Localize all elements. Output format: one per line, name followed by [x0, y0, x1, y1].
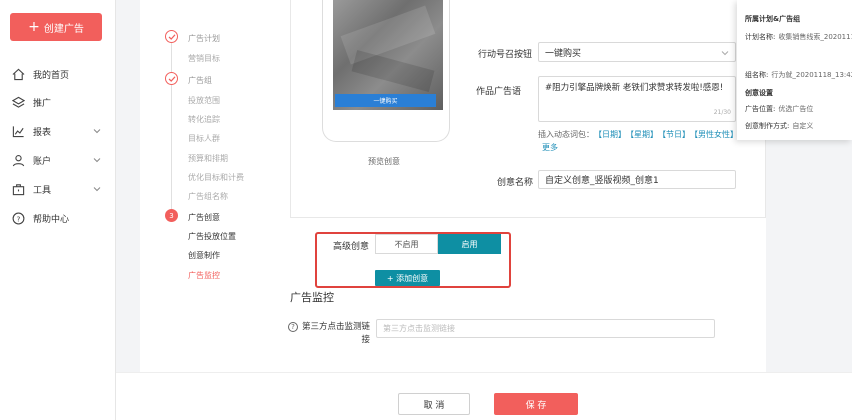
sidebar-item-promotion[interactable]: 推广 — [0, 92, 116, 112]
chevron-down-icon — [93, 127, 101, 135]
summary-key: 创意制作方式: — [745, 122, 790, 130]
sidebar-item-help[interactable]: ? 帮助中心 — [0, 208, 116, 228]
svg-text:?: ? — [16, 214, 20, 223]
step-creative[interactable]: 广告创意 — [188, 213, 220, 222]
sidebar-item-account[interactable]: 账户 — [0, 150, 116, 170]
step-group[interactable]: 广告组 — [188, 76, 212, 85]
sidebar-item-label: 帮助中心 — [33, 214, 70, 225]
dynamic-word-tag[interactable]: 【男性女性】 — [694, 130, 738, 139]
step-connector-line — [171, 42, 172, 212]
summary-method: 创意制作方式:自定义 — [745, 121, 813, 131]
monitor-link-input[interactable]: 第三方点击监测链接 — [376, 319, 715, 338]
step-group-sub[interactable]: 预算和排期 — [188, 154, 228, 163]
step-creative-sub[interactable]: 广告投放位置 — [188, 232, 236, 241]
footer-bar — [116, 372, 852, 420]
sidebar-item-label: 我的首页 — [33, 70, 70, 81]
dynamic-words-row: 插入动态词包： 【日期】【星期】【节日】【男性女性】更多 — [538, 128, 738, 154]
save-button[interactable]: 保 存 — [494, 393, 578, 415]
left-sidebar: + 创建广告 我的首页 推广 报表 账户 工 — [0, 0, 116, 420]
preview-cta-button: 一键购买 — [335, 94, 436, 107]
advanced-creative-label: 高级创意 — [333, 242, 370, 252]
creative-name-label: 创意名称 — [497, 178, 534, 188]
summary-key: 计划名称: — [745, 33, 776, 41]
cta-select[interactable]: 一键购买 — [538, 42, 736, 62]
step-check-icon — [165, 72, 178, 85]
plus-icon: + — [28, 19, 40, 35]
advanced-creative-toggle: 不启用 启用 — [375, 234, 501, 254]
step-number-badge: 3 — [165, 209, 178, 222]
preview-caption: 预览创意 — [368, 157, 400, 166]
sidebar-item-label: 推广 — [33, 98, 52, 109]
step-creative-sub[interactable]: 创意制作 — [188, 251, 220, 260]
step-creative-sub-active[interactable]: 广告监控 — [188, 271, 220, 280]
create-ad-label: 创建广告 — [43, 23, 84, 35]
highlight-box — [315, 232, 511, 288]
step-group-sub[interactable]: 优化目标和计费 — [188, 173, 244, 182]
help-icon[interactable]: ? — [288, 322, 298, 332]
summary-position: 广告位置:优选广告位 — [745, 104, 813, 114]
preview-video-thumbnail — [333, 0, 443, 110]
help-icon: ? — [11, 211, 25, 225]
dynamic-word-tag[interactable]: 【日期】 — [598, 130, 626, 139]
creative-name-value: 自定义创意_竖版视频_创意1 — [545, 176, 659, 186]
home-icon — [11, 67, 25, 81]
advanced-off-option[interactable]: 不启用 — [375, 234, 438, 254]
dynamic-words-more-link[interactable]: 更多 — [542, 143, 558, 152]
summary-creative-title: 创意设置 — [745, 89, 773, 97]
layers-icon — [11, 95, 25, 109]
chart-icon — [11, 124, 25, 138]
summary-key: 组名称: — [745, 71, 769, 79]
sidebar-item-label: 工具 — [33, 185, 52, 196]
step-group-sub[interactable]: 广告组名称 — [188, 192, 228, 201]
user-icon — [11, 153, 25, 167]
monitor-link-placeholder: 第三方点击监测链接 — [383, 324, 455, 333]
cancel-button[interactable]: 取 消 — [398, 393, 470, 415]
dynamic-word-tag[interactable]: 【节日】 — [662, 130, 690, 139]
sidebar-item-label: 账户 — [33, 156, 52, 167]
creative-name-input[interactable]: 自定义创意_竖版视频_创意1 — [538, 170, 736, 189]
sidebar-item-label: 报表 — [33, 127, 52, 138]
create-ad-button[interactable]: + 创建广告 — [10, 13, 102, 41]
dynamic-word-tag[interactable]: 【星期】 — [630, 130, 658, 139]
adtext-value: #阻力引擎品牌焕新 老铁们求赞求转发啦!感恩! — [545, 83, 724, 93]
sidebar-item-tools[interactable]: 工具 — [0, 179, 116, 199]
step-group-sub[interactable]: 目标人群 — [188, 134, 220, 143]
chevron-down-icon — [93, 185, 101, 193]
adtext-textarea[interactable]: #阻力引擎品牌焕新 老铁们求赞求转发啦!感恩! 21/30 — [538, 76, 736, 122]
chevron-down-icon — [93, 156, 101, 164]
plan-summary-panel: 所属计划&广告组 计划名称:收集销售线索_20201118_13:40 组名称:… — [737, 0, 852, 140]
monitor-section-title: 广告监控 — [290, 291, 334, 304]
sidebar-item-reports[interactable]: 报表 — [0, 121, 116, 141]
step-plan[interactable]: 广告计划 — [188, 34, 220, 43]
summary-value: 优选广告位 — [778, 105, 814, 113]
dynamic-words-prefix: 插入动态词包： — [538, 130, 594, 139]
summary-key: 广告位置: — [745, 105, 776, 113]
adtext-counter: 21/30 — [713, 109, 731, 116]
step-group-sub[interactable]: 转化追踪 — [188, 115, 220, 124]
advanced-on-option[interactable]: 启用 — [438, 234, 501, 254]
adtext-label: 作品广告语 — [476, 87, 522, 97]
sidebar-item-home[interactable]: 我的首页 — [0, 64, 116, 84]
monitor-link-label: 第三方点击监测链接 — [301, 322, 370, 345]
step-group-sub[interactable]: 投放范围 — [188, 96, 220, 105]
step-check-icon — [165, 30, 178, 43]
summary-value: 自定义 — [792, 122, 814, 130]
summary-title: 所属计划&广告组 — [745, 15, 801, 23]
chevron-down-icon — [721, 49, 729, 57]
step-plan-objective[interactable]: 营销目标 — [188, 54, 220, 63]
add-creative-button[interactable]: + 添加创意 — [375, 270, 440, 286]
summary-value: 行为就_20201118_13:42 — [771, 71, 852, 79]
summary-plan-name: 计划名称:收集销售线索_20201118_13:40 — [745, 32, 852, 42]
summary-group-name: 组名称:行为就_20201118_13:42 — [745, 70, 852, 80]
summary-value: 收集销售线索_20201118_13:40 — [778, 33, 852, 41]
cta-label: 行动号召按钮 — [478, 50, 533, 60]
toolbox-icon — [11, 182, 25, 196]
cta-select-value: 一键购买 — [545, 48, 582, 59]
